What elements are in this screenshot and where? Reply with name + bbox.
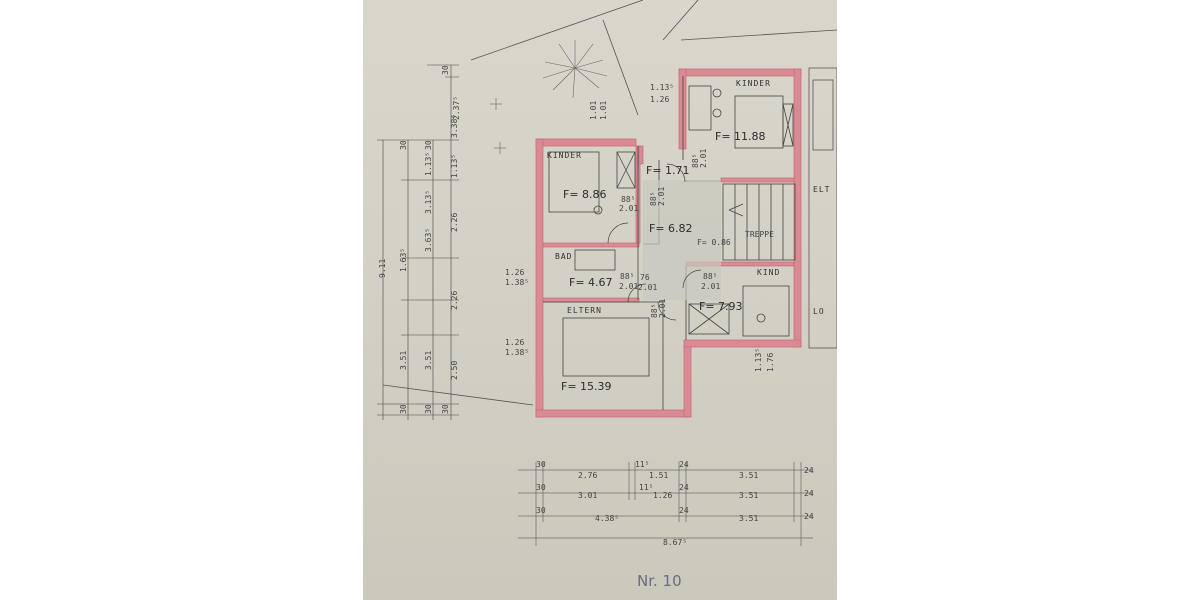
left-middle-3: 3.63⁵ <box>424 228 433 252</box>
bottom-r3-3: 3.51 <box>739 514 758 523</box>
left-middle-7: 2.50 <box>450 361 459 380</box>
staircase <box>722 183 796 261</box>
door-4-height: 2.01 <box>701 282 720 291</box>
room-area-flur: F= 6.82 <box>649 222 693 235</box>
plan-sheet: ELT LO KINDER KINDER BAD ELTERN KIND F= … <box>363 0 837 600</box>
door-4-width: 88⁵ <box>703 272 717 281</box>
room-area-abst: F= 0.86 <box>697 238 731 247</box>
door-5-height: 2.01 <box>699 149 708 168</box>
bottom-r2-6: 24 <box>804 489 814 498</box>
door-3-width: 76 <box>640 273 650 282</box>
bottom-r1-4: 24 <box>679 460 689 469</box>
left-inner-0: 30 <box>399 140 408 150</box>
bottom-r1-1: 2.76 <box>578 471 597 480</box>
left-inner-1: 1.63⁵ <box>399 248 408 272</box>
door-2-width: 88⁵ <box>620 272 634 281</box>
room-area-kinder-2: F= 11.88 <box>715 130 766 143</box>
window-eltern-top: 1.26 <box>505 338 524 347</box>
door-5-width: 88⁵ <box>691 154 700 168</box>
left-outer-1: 2.37⁵ <box>452 96 461 120</box>
left-inner-4: 30 <box>399 404 408 414</box>
room-area-eltern: F= 15.39 <box>561 380 612 393</box>
window-wc-1: 1.01 <box>589 101 598 120</box>
bottom-r1-0: 30 <box>536 460 546 469</box>
tree-icon <box>542 40 608 99</box>
window-bad-top: 1.26 <box>505 268 524 277</box>
window-kind-1: 1.13⁵ <box>754 348 763 372</box>
bottom-r1-5: 3.51 <box>739 471 758 480</box>
bottom-r3-0: 30 <box>536 506 546 515</box>
room-area-wc: F= 1.71 <box>646 164 690 177</box>
left-middle-6: 2.26 <box>450 291 459 310</box>
left-outer-2b: 3.38⁵ <box>450 114 459 138</box>
left-middle-0: 30 <box>424 140 433 150</box>
room-area-kinder-1: F= 8.86 <box>563 188 607 201</box>
window-kinder2-top: 1.13⁵ <box>650 83 674 92</box>
door-1-height: 2.01 <box>619 204 638 213</box>
room-area-bad: F= 4.67 <box>569 276 613 289</box>
bottom-r2-5: 3.51 <box>739 491 758 500</box>
left-middle-8: 30 <box>424 404 433 414</box>
bottom-r3-4: 24 <box>804 512 814 521</box>
reference-marks <box>490 98 506 154</box>
door-6-width: 88⁵ <box>649 192 658 206</box>
window-wc-2: 1.01 <box>599 101 608 120</box>
bottom-r2-1: 3.01 <box>578 491 597 500</box>
bottom-total: 8.67⁵ <box>663 538 687 547</box>
stair-label: TREPPE <box>745 230 774 239</box>
neighbor-building <box>808 67 837 349</box>
left-inner-3: 3.51 <box>424 351 433 370</box>
bottom-dimension-lines <box>518 462 813 546</box>
room-name-kinder-1: KINDER <box>547 151 582 160</box>
left-total-9-11: 9.11 <box>378 259 387 278</box>
bottom-r1-3: 1.51 <box>649 471 668 480</box>
window-kind-2: 1.76 <box>766 353 775 372</box>
bottom-r2-2: 11⁵ <box>639 483 653 492</box>
bottom-r3-2: 24 <box>679 506 689 515</box>
bottom-r3-1: 4.38⁵ <box>595 514 619 523</box>
room-name-kinder-2: KINDER <box>736 79 771 88</box>
sheet-number: Nr. 10 <box>637 572 682 590</box>
bottom-r1-2: 11⁵ <box>635 460 649 469</box>
bottom-r1-6: 24 <box>804 466 814 475</box>
window-kinder2-bot: 1.26 <box>650 95 669 104</box>
window-bad-bot: 1.38⁵ <box>505 278 529 287</box>
door-swings <box>607 163 702 321</box>
door-3-height: 2.01 <box>638 283 657 292</box>
bottom-r2-3: 1.26 <box>653 491 672 500</box>
room-name-eltern: ELTERN <box>567 306 602 315</box>
left-middle-2: 3.13⁵ <box>424 190 433 214</box>
left-outer-0: 30 <box>441 65 450 75</box>
left-middle-1: 1.13⁵ <box>424 152 433 176</box>
left-dimension-lines <box>377 64 459 420</box>
bottom-r2-0: 30 <box>536 483 546 492</box>
neighbor-label-lo: LO <box>813 307 825 316</box>
room-name-kind: KIND <box>757 268 780 277</box>
floor-plan: ELT LO KINDER KINDER BAD ELTERN KIND F= … <box>377 0 837 590</box>
window-eltern-bot: 1.38⁵ <box>505 348 529 357</box>
corridor-fill <box>643 180 721 300</box>
door-7-height: 2.01 <box>658 299 667 318</box>
bottom-r2-4: 24 <box>679 483 689 492</box>
partitions <box>543 76 794 410</box>
left-outer-3: 30 <box>441 404 450 414</box>
left-middle-4: 1.13⁵ <box>450 154 459 178</box>
left-middle-5: 2.26 <box>450 213 459 232</box>
left-inner-2: 3.51 <box>399 351 408 370</box>
door-1-width: 88⁵ <box>621 195 635 204</box>
room-name-bad: BAD <box>555 252 572 261</box>
door-2-height: 2.01 <box>619 282 638 291</box>
door-6-height: 2.01 <box>657 187 666 206</box>
door-7-width: 88⁵ <box>650 304 659 318</box>
room-area-kind: F= 7.93 <box>699 300 743 313</box>
neighbor-label-elt: ELT <box>813 185 830 194</box>
